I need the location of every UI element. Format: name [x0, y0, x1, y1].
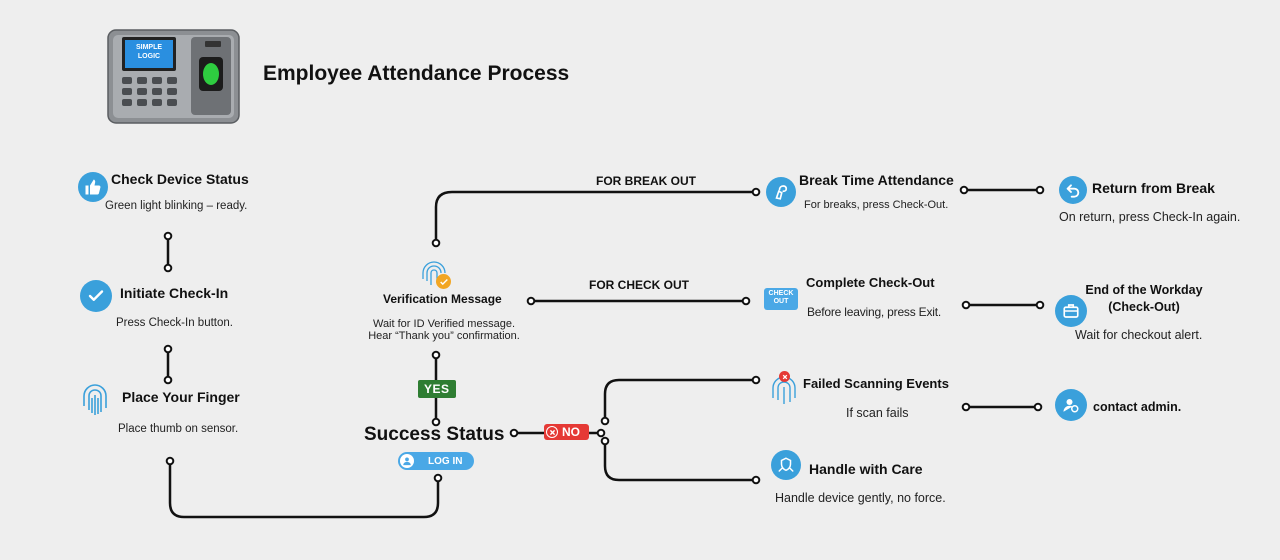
break-time-title: Break Time Attendance	[799, 172, 954, 188]
checkmark-icon	[80, 280, 112, 312]
return-break-title: Return from Break	[1092, 180, 1215, 196]
end-workday-desc: Wait for checkout alert.	[1075, 328, 1203, 342]
fingerprint-verified-icon	[419, 258, 453, 292]
briefcase-icon	[1055, 295, 1087, 327]
end-workday-title-2: (Check-Out)	[1108, 300, 1180, 314]
thumbs-up-icon	[78, 172, 108, 202]
verification-desc-2: Hear “Thank you” confirmation.	[368, 330, 520, 342]
handle-care-title: Handle with Care	[809, 461, 923, 477]
verification-desc-1: Wait for ID Verified message.	[372, 318, 516, 330]
verified-check-icon	[436, 274, 451, 289]
login-label: LOG IN	[428, 455, 463, 467]
end-workday-title-1: End of the Workday	[1085, 283, 1203, 297]
checkout-sign-icon: CHECK OUT	[764, 288, 798, 310]
failed-scan-title: Failed Scanning Events	[803, 376, 949, 391]
x-circle-icon	[546, 426, 558, 438]
place-finger-title: Place Your Finger	[122, 389, 240, 405]
return-arrow-icon	[1059, 176, 1087, 204]
checkout-sign-line-1: CHECK	[768, 290, 794, 297]
admin-user-icon	[1055, 389, 1087, 421]
initiate-checkin-title: Initiate Check-In	[120, 285, 229, 301]
biometric-device-image: SIMPLE LOGIC	[107, 29, 240, 124]
verification-title: Verification Message	[383, 292, 502, 306]
user-icon	[400, 454, 414, 468]
contact-admin-title: contact admin.	[1093, 400, 1182, 414]
success-status-title: Success Status	[364, 424, 505, 445]
break-hand-icon	[766, 177, 796, 207]
page-title: Employee Attendance Process	[263, 62, 570, 85]
edge-label-check-out: FOR CHECK OUT	[589, 278, 689, 292]
failed-scan-desc: If scan fails	[846, 406, 909, 420]
no-label: NO	[562, 425, 580, 439]
place-finger-desc: Place thumb on sensor.	[118, 423, 239, 435]
break-time-desc: For breaks, press Check-Out.	[804, 199, 949, 211]
error-x-icon	[779, 371, 790, 382]
care-hands-icon	[771, 450, 801, 480]
checkout-sign-line-2: OUT	[773, 298, 789, 305]
yes-badge: YES	[418, 380, 456, 398]
login-button[interactable]: LOG IN	[398, 452, 474, 470]
device-brand-logo: SIMPLE LOGIC	[135, 44, 163, 60]
handle-care-desc: Handle device gently, no force.	[775, 491, 946, 505]
check-device-title: Check Device Status	[111, 171, 249, 187]
failed-fingerprint-icon	[769, 371, 799, 407]
fingerprint-icon	[80, 381, 110, 419]
return-break-desc: On return, press Check-In again.	[1059, 210, 1241, 224]
complete-checkout-desc: Before leaving, press Exit.	[807, 305, 942, 319]
initiate-checkin-desc: Press Check-In button.	[116, 317, 233, 329]
complete-checkout-title: Complete Check-Out	[806, 275, 935, 290]
no-badge: NO	[544, 424, 589, 440]
edge-label-break-out: FOR BREAK OUT	[596, 174, 696, 188]
check-device-desc: Green light blinking – ready.	[105, 200, 248, 212]
